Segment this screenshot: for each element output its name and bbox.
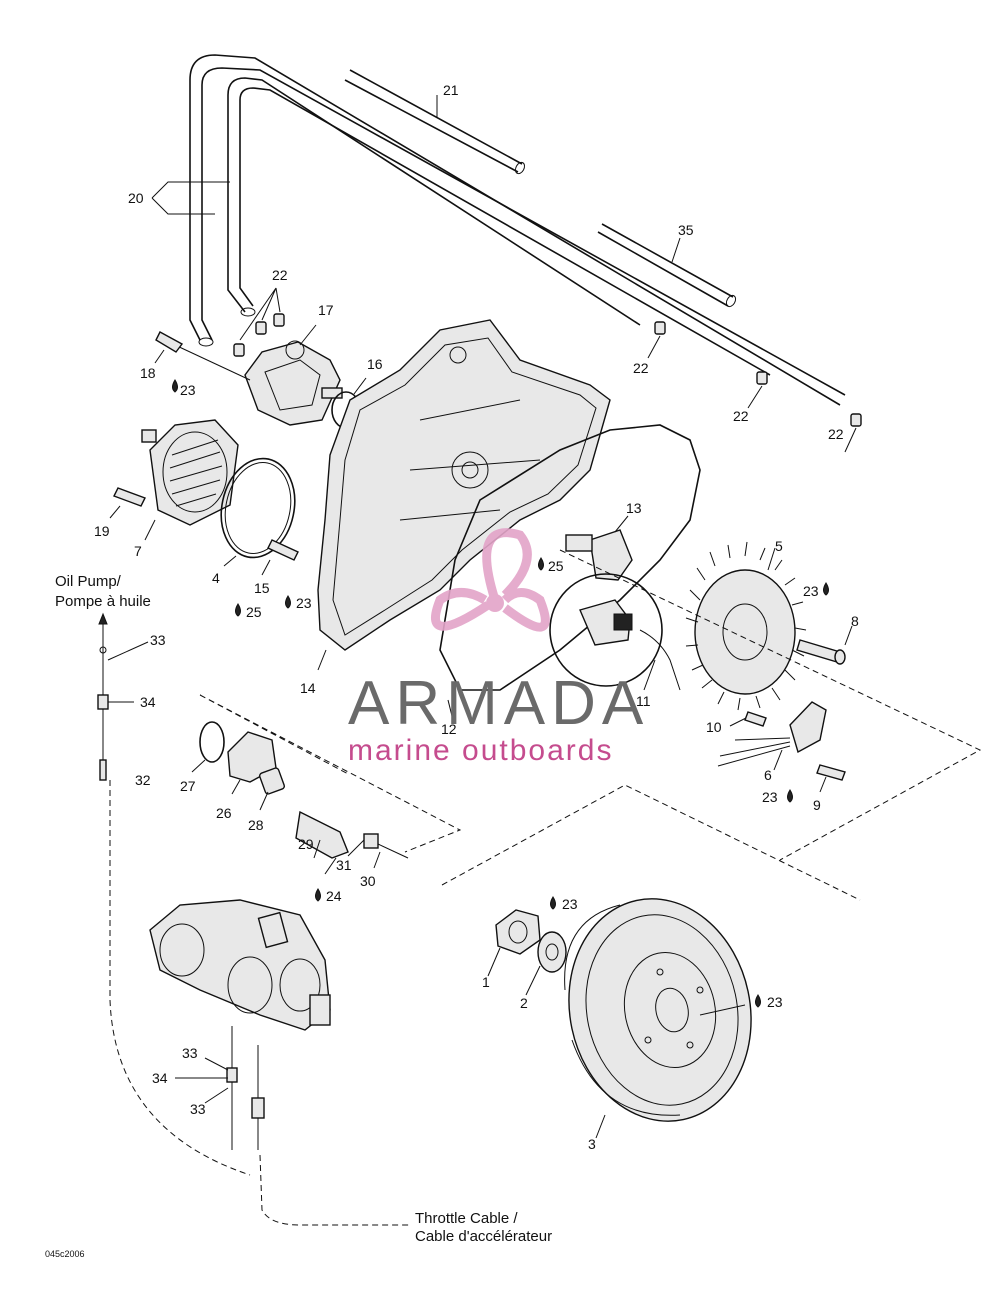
label-9: 9 — [813, 797, 821, 813]
label-15: 15 — [254, 580, 270, 596]
stator-5 — [685, 541, 807, 711]
label-14: 14 — [300, 680, 316, 696]
label-32: 32 — [135, 772, 151, 788]
drop-icon — [550, 896, 556, 910]
sensor-assembly — [191, 721, 409, 875]
label-21: 21 — [443, 82, 459, 98]
label-13: 13 — [626, 500, 642, 516]
hose-35 — [597, 223, 737, 308]
label-30: 30 — [360, 873, 376, 889]
label-3: 3 — [588, 1136, 596, 1152]
screw-18 — [154, 331, 184, 364]
oil-pump-note-line2: Pompe à huile — [55, 593, 151, 610]
throttle-note-line2: Cable d'accélérateur — [415, 1228, 552, 1245]
label-22-a: 22 — [272, 267, 288, 283]
screw-9 — [816, 764, 846, 793]
cover-7 — [141, 419, 239, 541]
label-25-b: 25 — [246, 604, 262, 620]
drop-icon — [285, 595, 291, 609]
oil-pump-note-line1: Oil Pump/ — [55, 573, 122, 590]
label-5: 5 — [775, 538, 783, 554]
label-22-b: 22 — [633, 360, 649, 376]
label-24: 24 — [326, 888, 342, 904]
ignition-coil-11 — [549, 573, 681, 691]
label-23-d: 23 — [762, 789, 778, 805]
drop-icon — [787, 789, 793, 803]
label-7: 7 — [134, 543, 142, 559]
drop-icon — [235, 603, 241, 617]
label-26: 26 — [216, 805, 232, 821]
throttle-cable — [175, 1026, 265, 1150]
nut-1 — [487, 909, 541, 977]
oil-pump-cable-32 — [97, 612, 149, 781]
throttle-body — [149, 899, 331, 1031]
label-23-f: 23 — [767, 994, 783, 1010]
flywheel-3 — [564, 898, 752, 1139]
drop-icon — [755, 994, 761, 1008]
label-23-a: 23 — [180, 382, 196, 398]
label-18: 18 — [140, 365, 156, 381]
drop-icon — [823, 582, 829, 596]
label-34-a: 34 — [140, 694, 156, 710]
label-33-c: 33 — [190, 1101, 206, 1117]
label-17: 17 — [318, 302, 334, 318]
label-22-d: 22 — [828, 426, 844, 442]
label-33-b: 33 — [182, 1045, 198, 1061]
drop-icon — [172, 379, 178, 393]
label-20: 20 — [128, 190, 144, 206]
leader-lines — [151, 181, 230, 215]
throttle-note-line1: Throttle Cable / — [415, 1210, 518, 1227]
screw-10 — [729, 711, 767, 727]
drop-icon — [315, 888, 321, 902]
label-23-e: 23 — [562, 896, 578, 912]
label-10: 10 — [706, 719, 722, 735]
dashed-group-outlines — [109, 549, 982, 1226]
drawing-code: 045c2006 — [45, 1249, 85, 1259]
label-35: 35 — [678, 222, 694, 238]
o-ring-4 — [220, 457, 296, 567]
screw-8 — [796, 625, 853, 665]
part-13 — [565, 515, 633, 581]
gasket-12 — [439, 424, 701, 717]
oil-lines-20 — [189, 54, 846, 406]
crankcase-cover-14 — [317, 319, 611, 671]
label-28: 28 — [248, 817, 264, 833]
label-25-a: 25 — [548, 558, 564, 574]
label-1: 1 — [482, 974, 490, 990]
drop-icon — [538, 557, 544, 571]
label-11: 11 — [636, 693, 651, 709]
lubricant-drop-icons — [172, 379, 829, 1008]
hose-clamps-22 — [233, 287, 862, 453]
label-27: 27 — [180, 778, 196, 794]
part-labels: 21 20 35 22 17 22 18 16 23 22 22 13 19 7… — [94, 82, 859, 1152]
label-23-c: 23 — [296, 595, 312, 611]
hose-21 — [344, 69, 526, 175]
label-12: 12 — [441, 721, 457, 737]
label-16: 16 — [367, 356, 383, 372]
label-2: 2 — [520, 995, 528, 1011]
label-4: 4 — [212, 570, 220, 586]
armada-watermark: ARMADA marine outboards — [348, 528, 649, 767]
label-29: 29 — [298, 836, 314, 852]
label-8: 8 — [851, 613, 859, 629]
washer-2 — [525, 931, 567, 996]
callout-notes: Oil Pump/ Pompe à huile Throttle Cable /… — [45, 573, 552, 1259]
label-23-b: 23 — [803, 583, 819, 599]
screw-19 — [109, 487, 146, 519]
label-22-c: 22 — [733, 408, 749, 424]
label-34-b: 34 — [152, 1070, 168, 1086]
watermark-tagline: marine outboards — [348, 734, 613, 767]
label-31: 31 — [336, 857, 352, 873]
label-33-a: 33 — [150, 632, 166, 648]
screw-15 — [261, 539, 299, 576]
propeller-logo — [431, 528, 550, 632]
label-6: 6 — [764, 767, 772, 783]
watermark-brand: ARMADA — [348, 669, 649, 738]
sensor-6 — [717, 701, 827, 771]
label-19: 19 — [94, 523, 110, 539]
